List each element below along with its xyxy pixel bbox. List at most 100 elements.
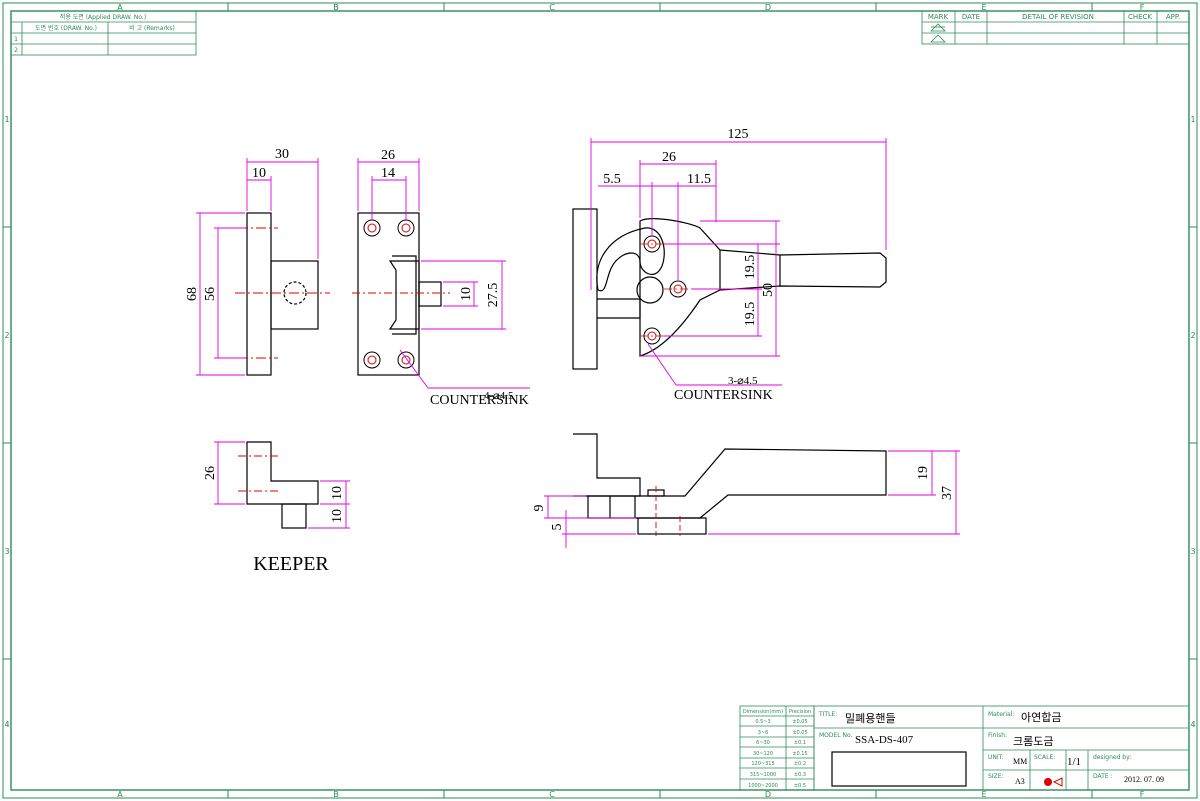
revision-col-detail: DETAIL OF REVISION [1022,13,1094,21]
dim-keeper-inner-height: 56 [203,287,218,301]
dim-keeper-side-height: 26 [203,466,218,480]
material-value: 아연합금 [1021,711,1061,724]
dim-plate-boss: 10 [459,287,474,301]
scale-label: SCALE: [1034,754,1055,761]
size-value: A3 [1015,777,1025,786]
material-label: Material: [988,711,1014,718]
handle-side-view: 19 37 9 5 [532,433,960,548]
tol-value: ±0.3 [794,772,806,778]
dim-handle-width: 26 [662,150,676,165]
zone-col-label: B [333,790,339,799]
tol-value: ±0.05 [792,730,807,736]
zone-row-label: 2 [1190,331,1195,340]
zone-row-label: 4 [1190,720,1195,729]
zone-col-label: F [1140,790,1145,799]
dim-handle-side-a: 9 [532,505,547,512]
zone-row-label: 4 [4,720,9,729]
finish-value: 크롬도금 [1013,735,1053,748]
dim-handle-total: 50 [761,283,776,297]
note-plate-countersink: COUNTERSINK [430,393,529,408]
dim-handle-side-thick: 19 [916,466,931,480]
size-label: SIZE: [988,773,1004,780]
zone-col-label: C [549,3,555,12]
zone-row-label: 2 [4,331,9,340]
keeper-plate-view: 26 14 10 27.5 4-⌀4.5 COUNTERSINK [352,148,530,408]
applied-header: 적용 도면 (Applied DRAW. No.) [60,13,146,21]
tol-header-dim: Dimension(mm) [743,709,783,715]
applied-row-number: 2 [14,47,18,54]
dim-keeper-side-b: 10 [330,509,345,523]
tol-range: 3~6 [758,730,769,736]
dim-plate-hole-spacing: 14 [381,166,395,181]
designed-label: designed by: [1093,754,1131,761]
zone-row-label: 1 [4,115,9,124]
dim-handle-side-total: 37 [940,486,955,500]
tol-value: ±0.5 [794,783,806,789]
applied-row-number: 1 [14,36,18,43]
date-label: DATE : [1093,773,1113,780]
handle-top-view: 125 26 5.5 11.5 19.5 19.5 50 3-⌀4.5 COUN… [572,127,887,403]
tol-value: ±0.1 [794,740,806,746]
keeper-label: KEEPER [253,553,329,575]
dim-handle-offset-b: 11.5 [687,172,711,187]
dim-handle-length: 125 [728,127,749,142]
title-label: TITLE: [818,711,837,718]
tol-range: 120~315 [751,761,774,767]
tolerance-table: Dimension(mm) Precision 0.5~3 ±0.05 3~6 … [739,705,815,791]
scale-value: 1/1 [1067,756,1081,768]
tol-range: 6~30 [756,740,770,746]
zone-row-label: 3 [1190,547,1195,556]
revision-col-check: CHECK [1128,13,1152,21]
date-value: 2012. 07. 09 [1124,775,1164,784]
dim-keeper-height: 68 [185,287,200,301]
title-value: 밀폐용핸들 [845,712,896,725]
note-handle-holes: 3-⌀4.5 [728,375,758,387]
tol-range: 30~120 [753,751,773,757]
revision-col-date: DATE [962,13,980,21]
unit-value: MM [1013,757,1027,766]
finish-label: Finish: [988,732,1007,739]
revision-table: MARK DATE DETAIL OF REVISION CHECK APP. [921,10,1190,45]
tol-value: ±0.15 [792,751,807,757]
zone-col-label: E [981,3,986,12]
revision-col-app: APP. [1166,13,1180,21]
zone-col-label: F [1140,3,1145,12]
zone-row-label: 1 [1190,115,1195,124]
tol-value: ±0.2 [794,761,806,767]
zone-row-label: 3 [4,547,9,556]
tol-header-prec: Precision [789,709,811,715]
dim-keeper-inner: 10 [252,166,266,181]
zone-labels: A B C D E F A B C D E F 1 2 3 4 1 2 3 4 [4,3,1195,799]
dim-plate-width: 26 [381,148,395,163]
zone-col-label: C [549,790,555,799]
dim-keeper-width: 30 [275,147,289,162]
zone-col-label: D [765,3,771,12]
revision-col-mark: MARK [928,13,949,21]
keeper-side-view: 26 10 10 KEEPER [203,441,350,575]
dim-handle-lower: 19.5 [743,302,758,327]
zone-col-label: B [333,3,339,12]
dim-handle-side-b: 5 [550,524,565,531]
projection-symbol-icon [1044,777,1063,787]
tol-range: 0.5~3 [755,719,770,725]
title-block: TITLE: MODEL No. Material: Finish: UNIT:… [813,705,1190,791]
tol-range: 315~1000 [750,772,776,778]
note-handle-countersink: COUNTERSINK [674,388,773,403]
applied-col-draw-no: 도면 번호 (DRAW. No.) [35,24,97,32]
tol-range: 1000~2000 [748,783,778,789]
model-label: MODEL No. [819,732,853,739]
dim-handle-upper: 19.5 [743,255,758,280]
dim-plate-height: 27.5 [486,283,501,308]
applied-col-remarks: 비 고 (Remarks) [129,24,175,32]
keeper-front-view: 30 10 68 56 [185,147,330,376]
applied-drawing-table: 적용 도면 (Applied DRAW. No.) 도면 번호 (DRAW. N… [10,10,197,56]
zone-col-label: A [117,3,123,12]
zone-col-label: A [117,790,123,799]
title-image-box [831,751,967,787]
dim-keeper-side-a: 10 [330,486,345,500]
note-plate-holes: 4-⌀4.5 [484,390,514,402]
zone-col-label: E [981,790,986,799]
unit-label: UNIT: [988,754,1004,761]
